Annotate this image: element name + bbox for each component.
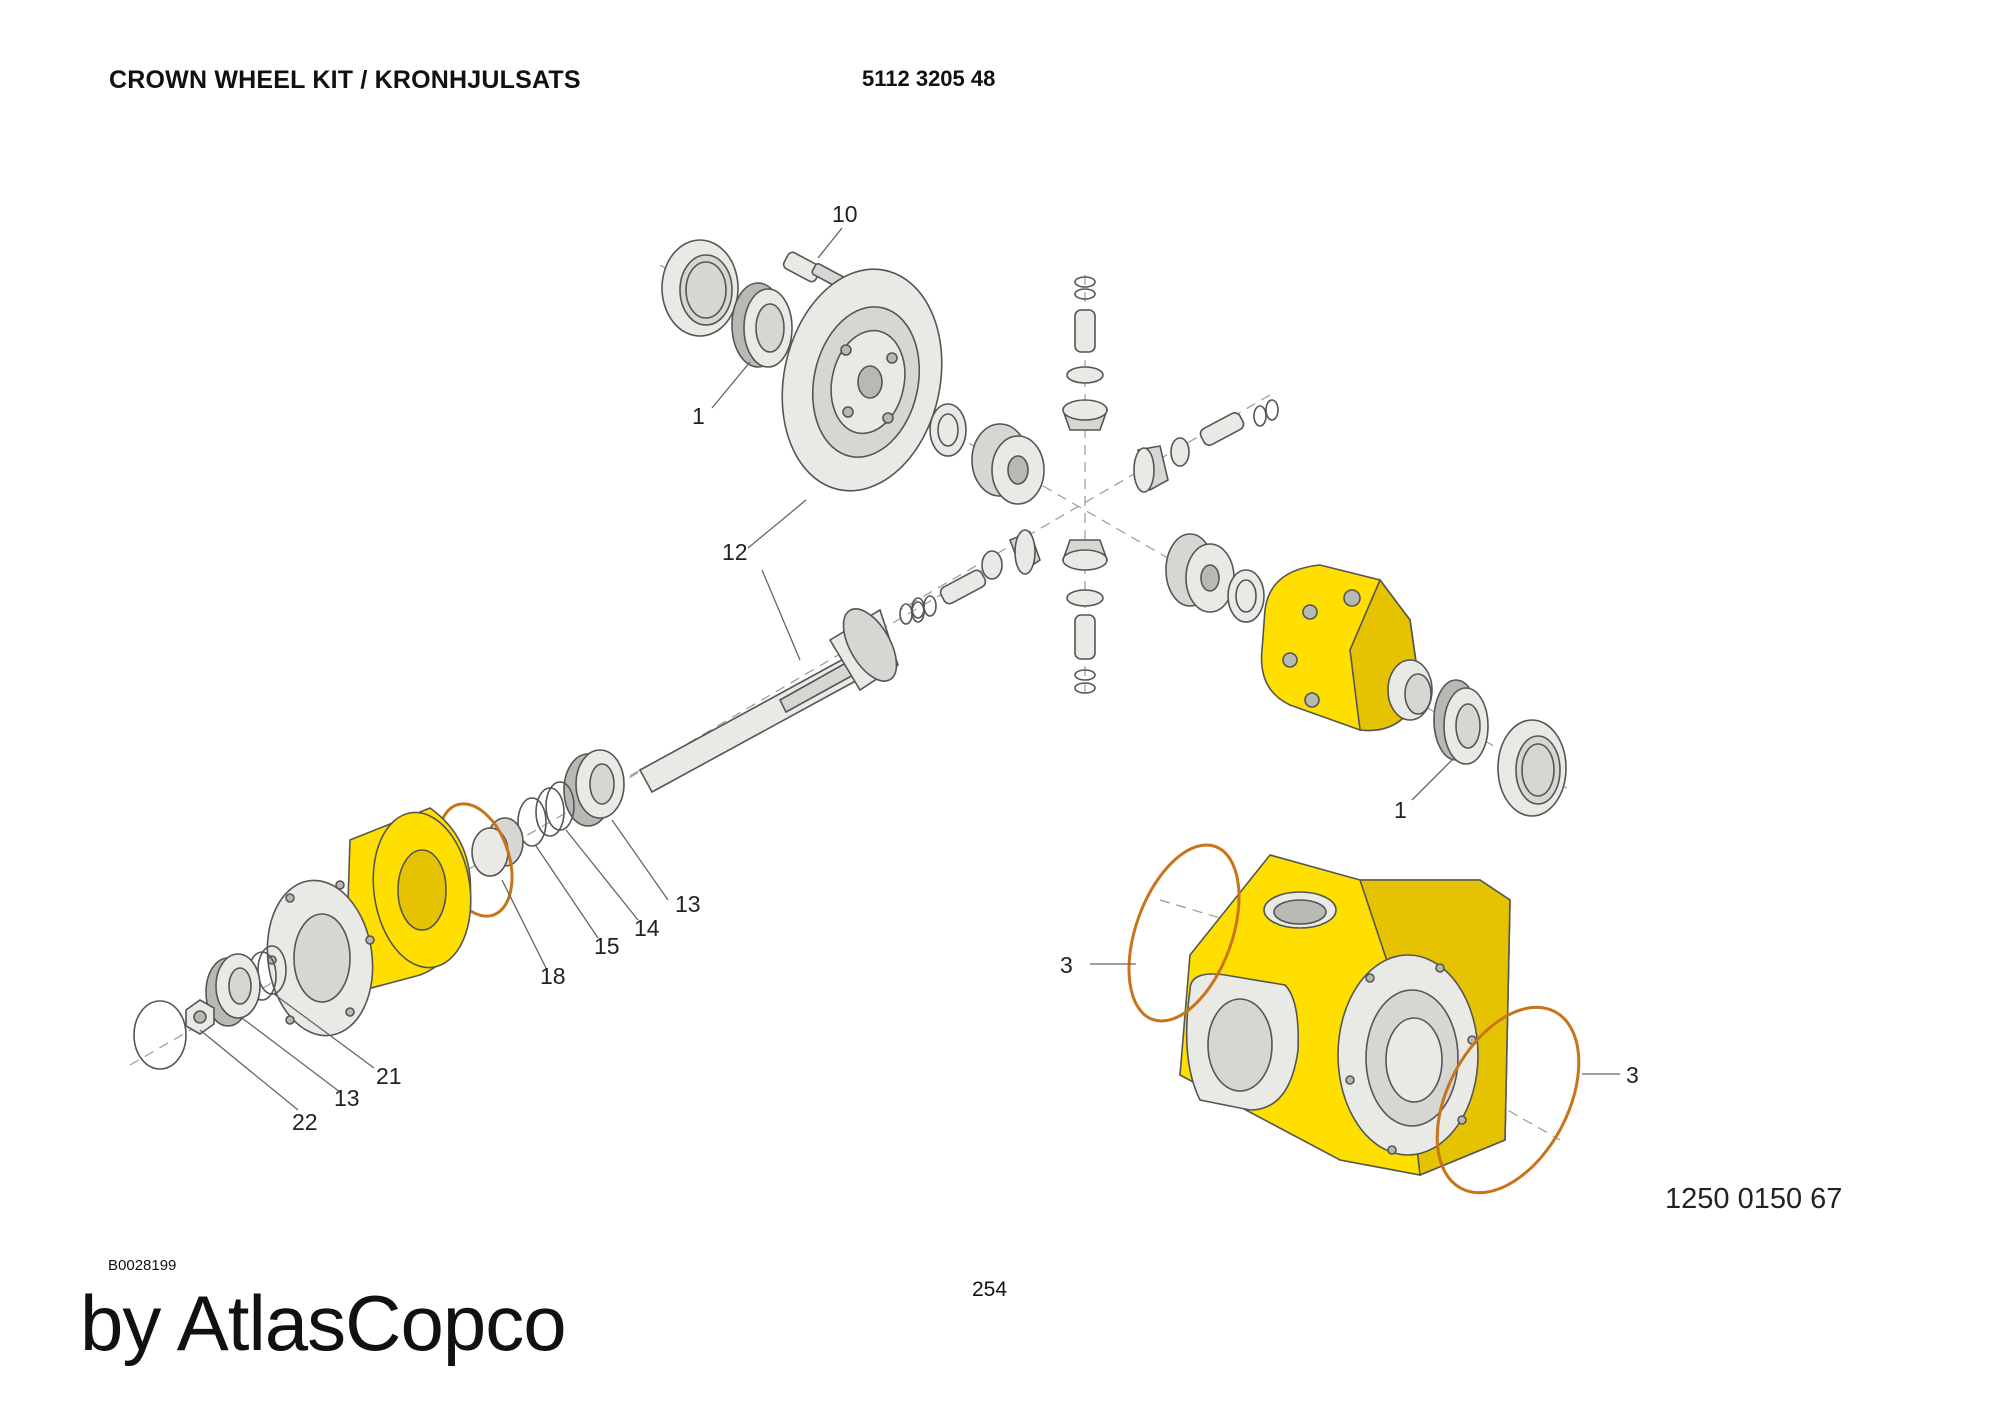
spider-pinion-bottom	[1061, 539, 1109, 571]
leader-lines	[199, 227, 1620, 1111]
callout-3-right: 3	[1626, 1062, 1639, 1088]
shim-15	[517, 797, 547, 847]
nut-22	[185, 999, 215, 1035]
page-number: 254	[972, 1278, 1008, 1301]
side-gear-top	[971, 423, 1045, 505]
callout-21: 21	[376, 1063, 402, 1089]
spider-pinion-top	[1061, 399, 1109, 431]
spider-pinion-right	[1133, 445, 1169, 493]
adjusting-ring-top	[661, 239, 739, 337]
callout-22: 22	[292, 1109, 318, 1135]
spider-pinion-left	[1008, 529, 1041, 575]
callout-15: 15	[594, 933, 620, 959]
callout-1-right: 1	[1394, 797, 1407, 823]
axle-housing	[1179, 854, 1511, 1177]
callout-13-lower: 13	[334, 1085, 360, 1111]
shim-14	[535, 781, 575, 837]
callout-10: 10	[832, 201, 858, 227]
spider-pin-left	[899, 550, 1003, 625]
o-ring-3-left	[1127, 843, 1241, 1023]
spider-pin-vertical-bottom	[1066, 589, 1104, 694]
page-title: CROWN WHEEL KIT / KRONHJULSATS	[109, 66, 581, 94]
callout-12: 12	[722, 539, 748, 565]
circlip	[133, 1000, 187, 1070]
crown-wheel-12	[781, 268, 943, 492]
bearing-1-top	[731, 282, 793, 368]
brand-watermark: by AtlasCopco	[80, 1279, 567, 1367]
thrust-washer-right	[1227, 569, 1265, 623]
differential-case	[1260, 564, 1433, 732]
callout-18: 18	[540, 963, 566, 989]
bearing-13-upper	[563, 749, 625, 827]
thrust-washer	[929, 403, 967, 457]
pinion-shaft-12	[638, 595, 937, 794]
o-ring-3-right	[1435, 1005, 1581, 1195]
bearing-13-lower	[205, 953, 261, 1027]
side-gear-right	[1165, 533, 1235, 613]
callout-13-upper: 13	[675, 891, 701, 917]
callout-14: 14	[634, 915, 660, 941]
callout-1-top: 1	[692, 403, 705, 429]
callout-3-left: 3	[1060, 952, 1073, 978]
reference-code: B0028199	[108, 1257, 177, 1274]
bearing-1-right	[1433, 679, 1489, 765]
adjusting-ring-right	[1497, 719, 1567, 817]
spider-pin-vertical-top	[1066, 276, 1104, 384]
figure-number: 1250 0150 67	[1665, 1183, 1842, 1215]
kit-part-number: 5112 3205 48	[862, 66, 996, 91]
spider-pin-right	[1170, 399, 1279, 467]
pinion-housing	[266, 807, 472, 1037]
